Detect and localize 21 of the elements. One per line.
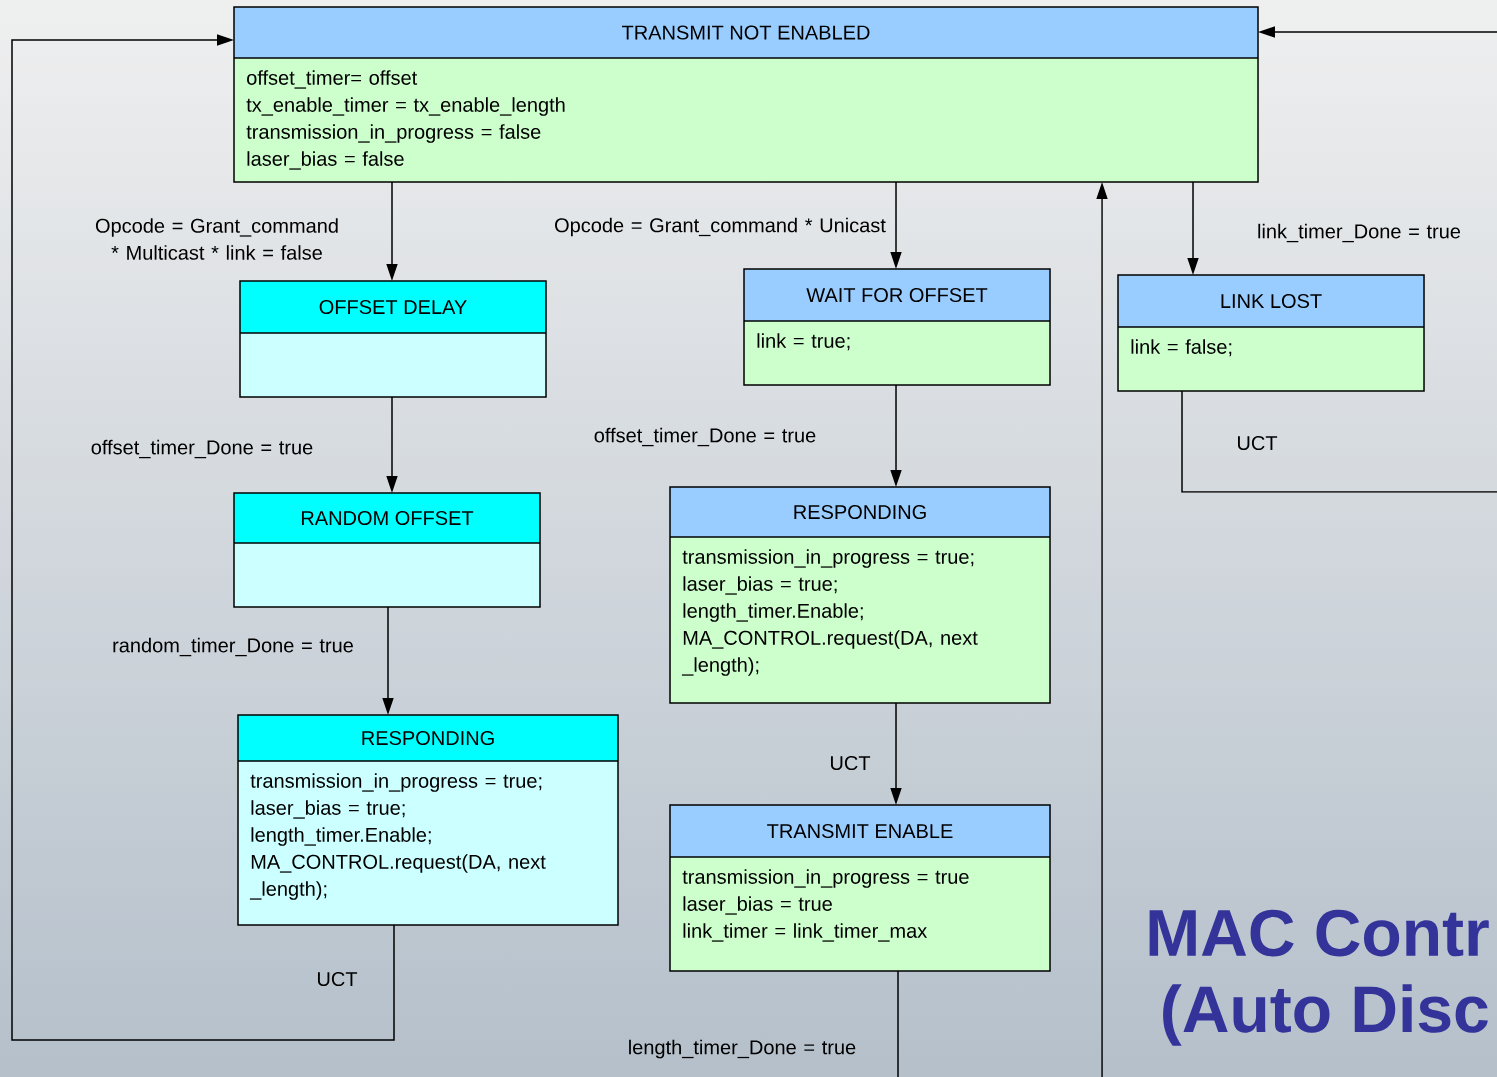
edge-label: link_timer_Done = true bbox=[1258, 223, 1461, 243]
edge-label: offset_timer_Done = true bbox=[594, 427, 816, 447]
arrow bbox=[11, 34, 395, 1041]
state-box: TRANSMIT NOT ENABLED offset_timer= offset tx_enable_timer = tx_enable_length transmission_in_progress = false laser_bias = false bbox=[233, 6, 1259, 183]
state-box: TRANSMIT ENABLE transmission_in_progress = true laser_bias = true link_timer = link_timer_max bbox=[669, 804, 1051, 972]
title-text: MAC Contr bbox=[1149, 909, 1489, 957]
edge-label: UCT bbox=[318, 971, 358, 987]
state-box: RESPONDING transmission_in_progress = true; laser_bias = true; length_timer.Enable; MA_CONTROL.request(DA, next _length); bbox=[237, 714, 619, 926]
edge-label: UCT bbox=[1238, 435, 1278, 451]
state-box: OFFSET DELAY bbox=[239, 280, 547, 398]
edge-label: UCT bbox=[831, 755, 871, 771]
edge-label: Opcode = Grant_command * Multicast * link = false bbox=[95, 218, 338, 260]
edge-label: Opcode = Grant_command * Unicast bbox=[555, 217, 886, 237]
edge-label: random_timer_Done = true bbox=[113, 637, 353, 657]
state-box: RANDOM OFFSET bbox=[233, 492, 541, 608]
state-box: WAIT FOR OFFSET link = true; bbox=[743, 268, 1051, 386]
edge-label: offset_timer_Done = true bbox=[91, 439, 313, 459]
edge-label: length_timer_Done = true bbox=[629, 1039, 856, 1059]
state-box: RESPONDING transmission_in_progress = true; laser_bias = true; length_timer.Enable; MA_CONTROL.request(DA, next _length); bbox=[669, 486, 1051, 704]
title-text: (Auto Disc bbox=[1163, 984, 1488, 1046]
state-box: LINK LOST link = false; bbox=[1117, 274, 1425, 392]
